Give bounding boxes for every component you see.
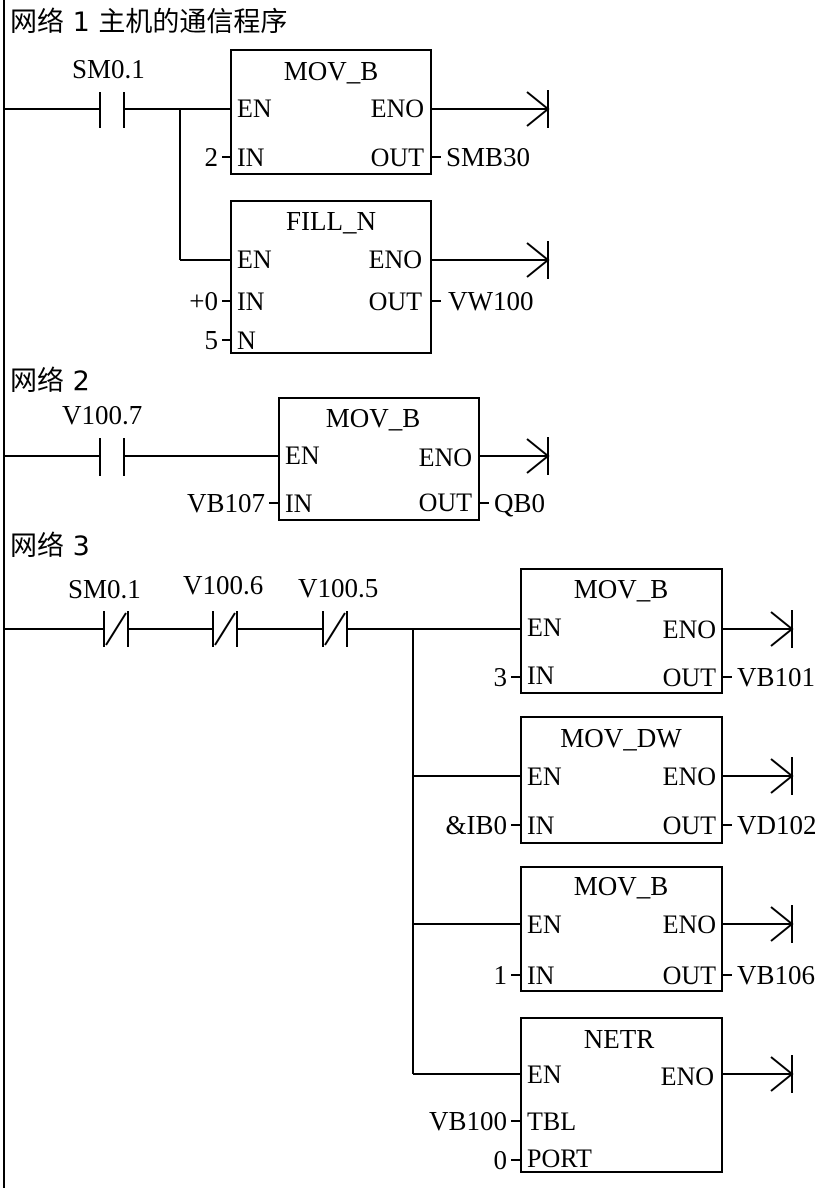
in-value: VB107 — [187, 488, 265, 518]
block-name: MOV_B — [574, 574, 669, 604]
mov-b-block-4[interactable]: MOV_B EN ENO IN OUT — [520, 866, 723, 992]
pin-in: IN — [237, 143, 265, 172]
out-value: VB101 — [737, 662, 815, 692]
block-name: FILL_N — [286, 206, 376, 236]
contact-v1007-label: V100.7 — [62, 400, 142, 430]
out-value: SMB30 — [446, 142, 530, 172]
pin-en: EN — [527, 1060, 562, 1089]
block-name: MOV_B — [574, 871, 669, 901]
in-value: 2 — [205, 142, 219, 172]
mov-dw-block[interactable]: MOV_DW EN ENO IN OUT — [520, 716, 723, 844]
mov-b-block-3[interactable]: MOV_B EN ENO IN OUT — [520, 568, 723, 694]
pin-eno: ENO — [663, 762, 716, 791]
pin-eno: ENO — [371, 94, 424, 123]
pin-out: OUT — [663, 811, 717, 840]
contact-sm01-nc[interactable] — [103, 611, 129, 647]
network-3-title: 网络 3 — [10, 531, 90, 562]
block-name: MOV_B — [326, 403, 421, 433]
mov-b-block-2[interactable]: MOV_B EN ENO IN OUT — [278, 397, 480, 521]
block-name: NETR — [584, 1024, 655, 1054]
in-value: +0 — [189, 286, 218, 316]
pin-out: OUT — [371, 143, 425, 172]
pin-out: OUT — [663, 961, 717, 990]
contact-v1005-label: V100.5 — [298, 573, 378, 603]
fill-n-block[interactable]: FILL_N EN ENO IN OUT N — [230, 200, 432, 355]
pin-out: OUT — [663, 663, 717, 692]
out-value: VW100 — [448, 286, 533, 316]
pin-in: IN — [237, 287, 265, 316]
pin-eno: ENO — [663, 910, 716, 939]
block-name: MOV_B — [284, 56, 379, 86]
pin-port: PORT — [527, 1144, 592, 1173]
tbl-value: VB100 — [429, 1106, 507, 1136]
pin-eno: ENO — [369, 245, 422, 274]
in-value: &IB0 — [445, 810, 507, 840]
pin-en: EN — [527, 613, 562, 642]
mov-b-block-1[interactable]: MOV_B EN ENO IN OUT — [230, 49, 432, 175]
out-value: VD102 — [737, 810, 817, 840]
pin-n: N — [237, 326, 256, 355]
pin-en: EN — [527, 910, 562, 939]
out-value: VB106 — [737, 960, 815, 990]
pin-in: IN — [527, 811, 555, 840]
contact-v1005-nc[interactable] — [322, 611, 348, 647]
in-value: 3 — [494, 662, 508, 692]
pin-eno: ENO — [663, 615, 716, 644]
contact-v1006-nc[interactable] — [212, 611, 238, 647]
out-value: QB0 — [494, 488, 545, 518]
contact-sm01-label: SM0.1 — [72, 54, 145, 84]
contact-sm01-nc-label: SM0.1 — [68, 574, 141, 604]
pin-en: EN — [237, 245, 272, 274]
pin-en: EN — [527, 762, 562, 791]
network-1-title: 网络 1 主机的通信程序 — [10, 7, 287, 38]
network-2-title: 网络 2 — [10, 366, 90, 397]
n-value: 5 — [205, 325, 219, 355]
pin-out: OUT — [419, 488, 473, 517]
port-value: 0 — [494, 1145, 508, 1175]
pin-tbl: TBL — [527, 1107, 576, 1136]
pin-in: IN — [285, 489, 313, 518]
pin-in: IN — [527, 661, 555, 690]
block-name: MOV_DW — [560, 723, 682, 753]
pin-in: IN — [527, 961, 555, 990]
netr-block[interactable]: NETR EN ENO TBL PORT — [520, 1017, 723, 1173]
pin-out: OUT — [369, 287, 423, 316]
pin-en: EN — [285, 441, 320, 470]
in-value: 1 — [494, 960, 508, 990]
pin-eno: ENO — [419, 443, 472, 472]
pin-en: EN — [237, 94, 272, 123]
pin-eno: ENO — [661, 1062, 714, 1091]
contact-v1006-label: V100.6 — [183, 570, 263, 600]
